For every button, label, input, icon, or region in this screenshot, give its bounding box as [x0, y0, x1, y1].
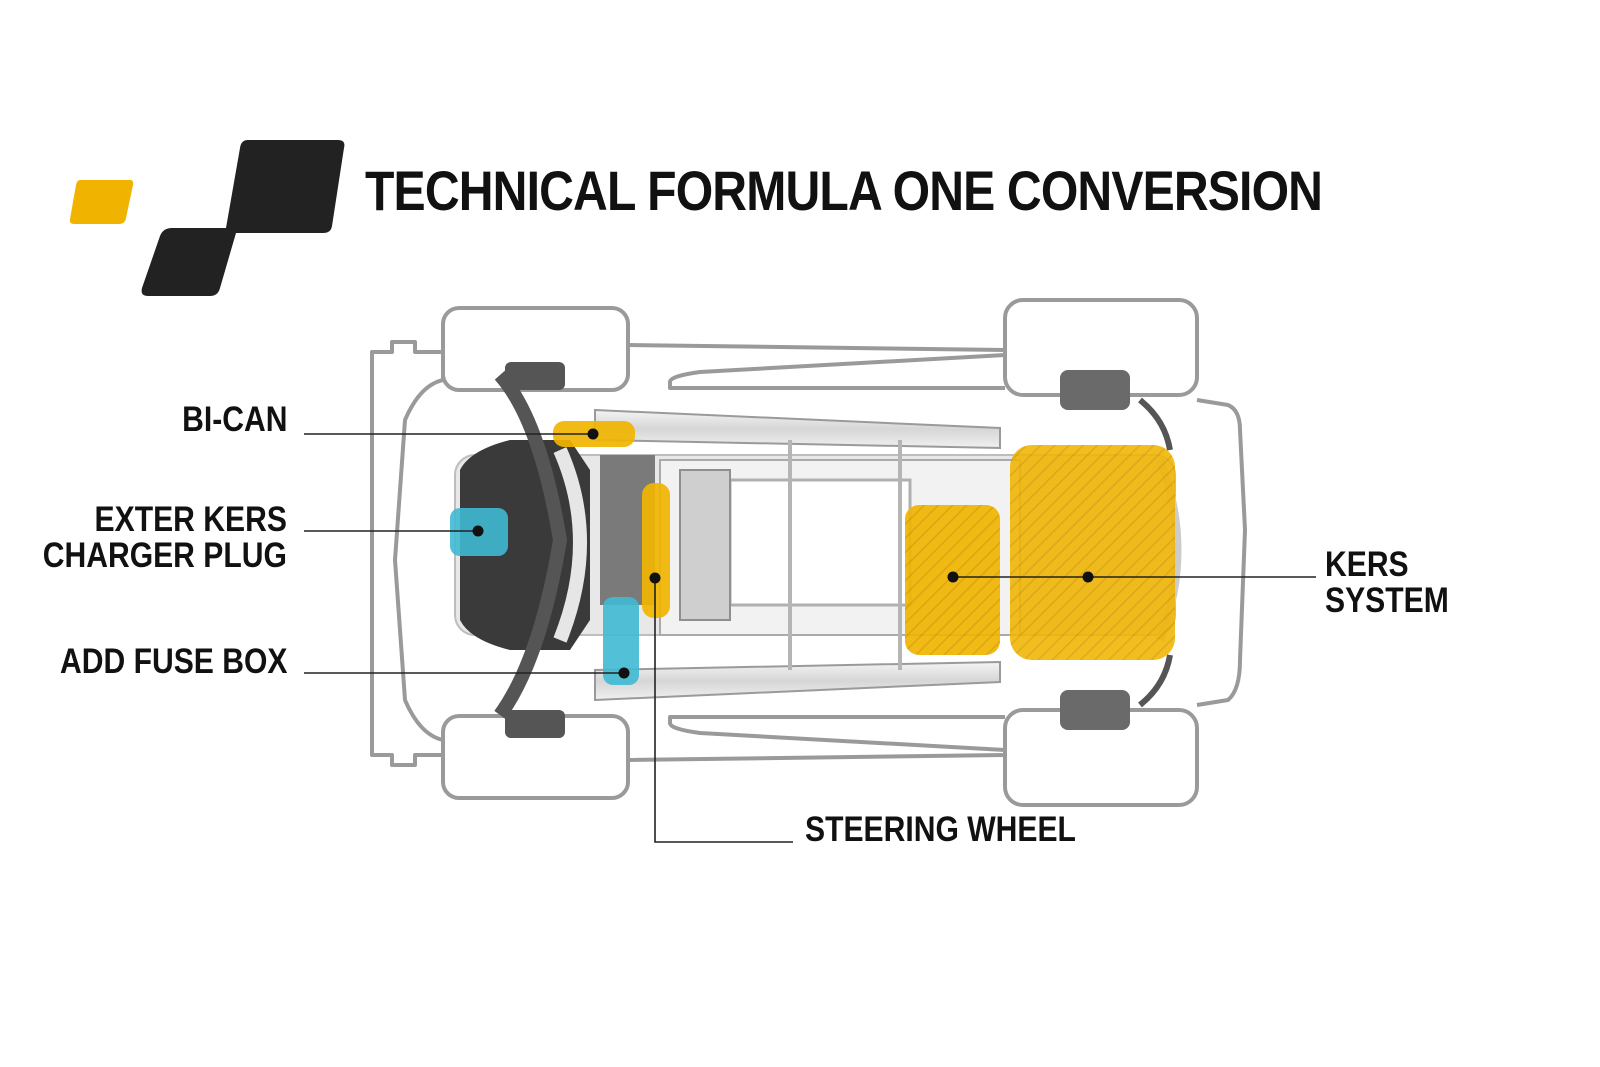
steering-wheel-label: STEERING WHEEL [805, 812, 1076, 848]
exter-kers-label-line1: EXTER KERS [94, 500, 287, 539]
steering-wheel-label-text: STEERING WHEEL [805, 810, 1076, 849]
bi-can-label: BI-CAN [182, 402, 287, 438]
add-fuse-box-label: ADD FUSE BOX [60, 644, 287, 680]
logo-dark-blocks [141, 140, 345, 296]
kers-system-label-line2: SYSTEM [1325, 581, 1449, 620]
kers-system-label: KERS SYSTEM [1325, 547, 1449, 619]
exter-kers-label-line2: CHARGER PLUG [42, 536, 287, 575]
steering-wheel-leader [654, 578, 793, 843]
exter-kers-dot [472, 525, 484, 537]
kers-system-dot-rear [1082, 571, 1094, 583]
component-highlights [450, 421, 1175, 685]
add-fuse-box-label-text: ADD FUSE BOX [59, 642, 287, 681]
steering-wheel-dot [649, 572, 661, 584]
add-fuse-box-dot [618, 667, 630, 679]
kers-system-dot-front [947, 571, 959, 583]
callout-dots [472, 428, 1094, 679]
add-fuse-box-highlight [603, 597, 639, 685]
kers-system-label-line1: KERS [1325, 545, 1409, 584]
bi-can-label-text: BI-CAN [181, 400, 287, 439]
right-sidepod-outline [627, 715, 1007, 762]
rear-end-outline [1196, 398, 1247, 707]
checkered-flag-logo [69, 140, 345, 296]
exter-kers-label: EXTER KERS CHARGER PLUG [43, 502, 287, 574]
bi-can-dot [587, 428, 599, 440]
page-title: TECHNICAL FORMULA ONE CONVERSION [365, 159, 1323, 222]
steering-wheel-highlight [642, 483, 670, 618]
car-body-outline [370, 298, 1247, 807]
front-wing-outline [370, 340, 445, 767]
kers-system-highlight-rear [1010, 445, 1175, 660]
logo-yellow-square [69, 180, 134, 224]
leader-lines [304, 433, 1316, 843]
left-sidepod-outline [627, 343, 1007, 390]
